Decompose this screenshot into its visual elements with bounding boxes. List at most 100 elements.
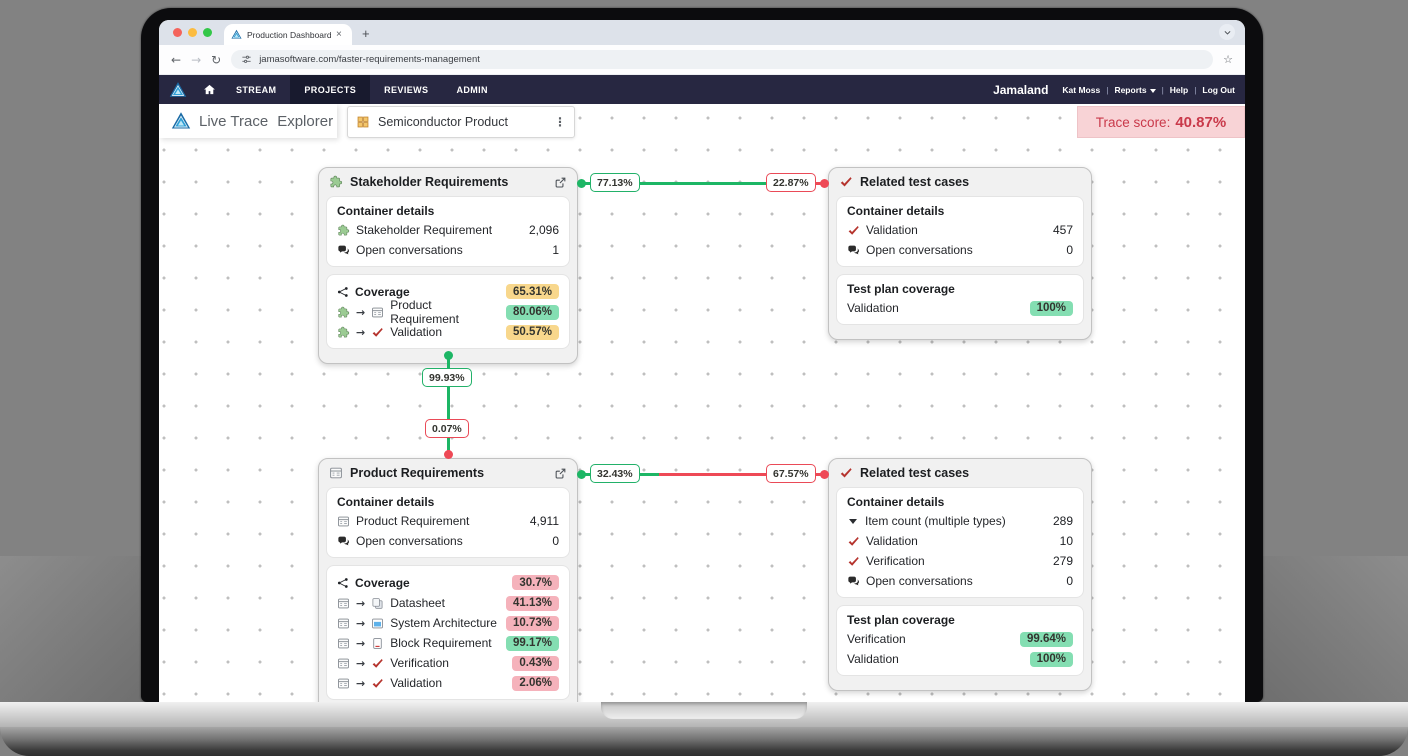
- card-title: Stakeholder Requirements: [350, 175, 509, 189]
- kebab-menu-icon[interactable]: ⋮: [554, 115, 566, 129]
- section-heading: Coverage: [355, 575, 410, 590]
- browser-toolbar: ← → ↻ jamasoftware.com/faster-requiremen…: [159, 45, 1245, 75]
- row-label: Product Requirement: [390, 298, 459, 326]
- connector-dot: [443, 351, 453, 360]
- detail-row: Open conversations 0: [847, 571, 1073, 591]
- grid-icon: [356, 115, 370, 129]
- coverage-badge: 80.06%: [505, 304, 559, 320]
- row-label: Block Requirement: [390, 636, 492, 650]
- puzzle-icon: [337, 326, 350, 339]
- app-navbar: STREAM PROJECTS REVIEWS ADMIN Jamaland K…: [159, 75, 1245, 104]
- nav-item-reviews[interactable]: REVIEWS: [384, 84, 429, 95]
- check-icon: [839, 466, 853, 480]
- separator: |: [1106, 84, 1109, 95]
- coverage-badge: 100%: [1029, 300, 1073, 316]
- external-link-icon[interactable]: [554, 467, 567, 480]
- reload-icon[interactable]: ↻: [211, 52, 222, 67]
- coverage-row: → Validation 2.06%: [337, 673, 559, 693]
- coverage-badge: 100%: [1029, 651, 1073, 667]
- spreadsheet-icon: [337, 515, 350, 528]
- row-label: Validation: [866, 223, 918, 237]
- card-title: Product Requirements: [350, 466, 485, 480]
- coverage-badge: 0.43%: [512, 655, 559, 671]
- coverage-total-badge: 65.31%: [505, 284, 559, 299]
- connector-dot: [577, 178, 586, 188]
- nav-item-admin[interactable]: ADMIN: [456, 84, 488, 95]
- coverage-network-icon: [337, 286, 349, 298]
- jama-logo-icon[interactable]: [169, 81, 187, 99]
- row-label: Validation: [847, 652, 899, 666]
- laptop-base-right: [1258, 556, 1408, 702]
- datasheet-icon: [371, 597, 384, 610]
- laptop-screen: Production Dashboard × + ← → ↻ jamasoftw…: [141, 8, 1263, 702]
- row-value: 4,911: [529, 514, 559, 528]
- home-icon[interactable]: [203, 83, 216, 96]
- trace-percentage-pill: 0.07%: [425, 419, 469, 438]
- tab-title: Production Dashboard: [247, 29, 331, 40]
- reports-menu[interactable]: Reports: [1114, 85, 1156, 95]
- row-label: Item count (multiple types): [865, 514, 1006, 528]
- minimize-window-button[interactable]: [188, 28, 197, 37]
- nav-item-stream[interactable]: STREAM: [236, 84, 277, 95]
- row-value: 1: [552, 243, 559, 257]
- verification-check-icon: [371, 657, 384, 670]
- browser-tab[interactable]: Production Dashboard ×: [224, 24, 352, 45]
- coverage-row: → Validation 50.57%: [337, 322, 559, 342]
- maximize-window-button[interactable]: [203, 28, 212, 37]
- back-icon[interactable]: ←: [171, 52, 182, 67]
- arrow-right-icon: →: [356, 325, 366, 339]
- arrow-right-icon: →: [356, 596, 366, 610]
- section-heading: Container details: [337, 495, 435, 509]
- container-details-section: Container details Product Requirement 4,…: [326, 487, 570, 558]
- puzzle-icon: [337, 224, 350, 237]
- laptop-notch: [601, 702, 807, 719]
- check-icon: [847, 535, 860, 548]
- test-plan-coverage-section: Test plan coverage Validation 100%: [836, 274, 1084, 325]
- site-settings-icon[interactable]: [241, 54, 252, 65]
- bookmark-star-icon[interactable]: ☆: [1223, 53, 1233, 66]
- detail-row: Product Requirement 4,911: [337, 511, 559, 531]
- row-value: 289: [1052, 514, 1073, 528]
- card-product-requirements: Product Requirements Container details P…: [318, 458, 578, 702]
- new-tab-button[interactable]: +: [362, 26, 370, 41]
- coverage-badge: 2.06%: [512, 675, 559, 691]
- connector-dot: [577, 469, 586, 479]
- project-selector[interactable]: Semiconductor Product ⋮: [347, 106, 575, 138]
- dropdown-icon[interactable]: [849, 518, 857, 524]
- spreadsheet-icon: [337, 657, 350, 670]
- connector-dot: [443, 450, 453, 459]
- close-window-button[interactable]: [173, 28, 182, 37]
- jama-logo-icon: [171, 111, 191, 131]
- check-icon: [839, 175, 853, 189]
- tab-close-icon[interactable]: ×: [336, 28, 342, 40]
- nav-item-projects[interactable]: PROJECTS: [290, 75, 371, 104]
- external-link-icon[interactable]: [554, 176, 567, 189]
- check-icon: [847, 555, 860, 568]
- coverage-badge: 50.57%: [505, 324, 559, 340]
- section-heading: Test plan coverage: [847, 282, 955, 296]
- detail-row: Validation 10: [847, 531, 1073, 551]
- user-menu[interactable]: Kat Moss: [1062, 84, 1101, 95]
- test-plan-coverage-section: Test plan coverage Verification 99.64% V…: [836, 605, 1084, 676]
- arrow-right-icon: →: [356, 305, 366, 319]
- arrow-right-icon: →: [356, 616, 366, 630]
- forward-icon[interactable]: →: [191, 52, 202, 67]
- row-label: Stakeholder Requirement: [356, 223, 493, 237]
- container-details-section: Container details Item count (multiple t…: [836, 487, 1084, 598]
- logout-link[interactable]: Log Out: [1202, 84, 1235, 95]
- row-label: System Architecture: [390, 616, 497, 630]
- detail-row: Open conversations 0: [337, 531, 559, 551]
- detail-row: Item count (multiple types) 289: [847, 511, 1073, 531]
- address-bar[interactable]: jamasoftware.com/faster-requirements-man…: [231, 50, 1214, 69]
- tab-search-chevron-icon[interactable]: [1219, 24, 1235, 40]
- row-value: 279: [1052, 554, 1073, 568]
- coverage-section: Coverage 65.31% → Product Requirement 80…: [326, 274, 570, 349]
- browser-window: Production Dashboard × + ← → ↻ jamasoftw…: [159, 20, 1245, 702]
- row-label: Product Requirement: [356, 514, 470, 528]
- help-link[interactable]: Help: [1169, 84, 1189, 95]
- row-label: Validation: [866, 534, 918, 548]
- section-heading: Coverage: [355, 284, 410, 299]
- row-label: Verification: [847, 632, 906, 646]
